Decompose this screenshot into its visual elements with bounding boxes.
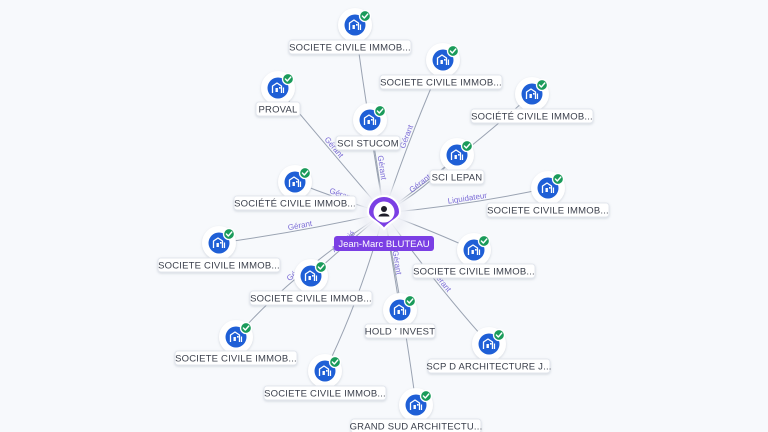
center-label-bg: [334, 236, 434, 251]
node-label-bg: [255, 101, 301, 117]
company-node-n16[interactable]: GRAND SUD ARCHITECTU...: [350, 388, 483, 432]
building-icon: [271, 82, 285, 93]
node-label-bg: [379, 74, 503, 90]
building-icon: [318, 365, 332, 376]
node-label: SOCIETE CIVILE IMMOB...: [175, 354, 297, 365]
person-icon: [378, 206, 390, 217]
building-icon: [482, 338, 496, 349]
verified-check-icon: [281, 72, 295, 86]
node-label: SOCIETE CIVILE IMMOB...: [487, 206, 609, 217]
building-icon: [304, 270, 318, 281]
verified-check-icon: [446, 44, 460, 58]
verified-check-icon: [239, 321, 253, 335]
node-label-bg: [364, 323, 436, 339]
verified-check-icon: [535, 78, 549, 92]
verified-check-icon: [419, 389, 433, 403]
company-node-n13[interactable]: SOCIETE CIVILE IMMOB...: [174, 320, 298, 366]
company-node-n6[interactable]: SCI LEPAN: [429, 138, 485, 185]
building-icon: [409, 399, 423, 410]
node-label: SCP D ARCHITECTURE J...: [426, 362, 551, 373]
verified-check-icon: [298, 166, 312, 180]
company-node-n1[interactable]: SOCIETE CIVILE IMMOB...: [288, 8, 412, 55]
building-icon: [393, 304, 407, 315]
node-label: SOCIÉTÉ CIVILE IMMOB...: [471, 112, 593, 123]
edge-label-n9: Gérant: [287, 219, 313, 232]
nodes-layer: SOCIETE CIVILE IMMOB... SOCIETE CIVILE IM…: [157, 8, 610, 432]
node-label: SCI LEPAN: [432, 173, 483, 184]
node-label-bg: [288, 39, 412, 55]
company-node-n9[interactable]: SOCIETE CIVILE IMMOB...: [157, 226, 281, 273]
node-label: SOCIETE CIVILE IMMOB...: [413, 267, 535, 278]
building-icon: [288, 176, 302, 187]
node-label: SCI STUCOM: [337, 139, 399, 150]
node-label: HOLD ' INVEST: [365, 327, 435, 338]
verified-check-icon: [222, 227, 236, 241]
verified-check-icon: [373, 104, 387, 118]
node-label: SOCIETE CIVILE IMMOB...: [158, 261, 280, 272]
edge-label-n12: Gérant: [391, 250, 404, 276]
company-node-n15[interactable]: SOCIETE CIVILE IMMOB...: [263, 354, 387, 401]
company-node-n5[interactable]: SCI STUCOM: [335, 103, 401, 151]
node-label-bg: [174, 350, 298, 366]
verified-check-icon: [314, 260, 328, 274]
building-icon: [541, 182, 555, 193]
building-icon: [363, 114, 377, 125]
company-node-n2[interactable]: SOCIETE CIVILE IMMOB...: [379, 43, 503, 90]
node-label: SOCIETE CIVILE IMMOB...: [264, 389, 386, 400]
edge-label-n8: Liquidateur: [447, 191, 488, 206]
building-icon: [450, 149, 464, 160]
node-label: PROVAL: [258, 105, 297, 116]
company-node-n4[interactable]: SOCIÉTÉ CIVILE IMMOB...: [470, 77, 594, 124]
node-label: GRAND SUD ARCHITECTU...: [350, 422, 483, 432]
node-label: SOCIÉTÉ CIVILE IMMOB...: [234, 199, 356, 210]
node-label-bg: [486, 202, 610, 218]
node-label-bg: [412, 263, 536, 279]
company-node-n7[interactable]: SOCIÉTÉ CIVILE IMMOB...: [233, 165, 357, 211]
verified-check-icon: [477, 234, 491, 248]
node-label-bg: [350, 418, 482, 432]
edge-label-n2: Gérant: [398, 123, 415, 150]
verified-check-icon: [328, 355, 342, 369]
building-icon: [348, 19, 362, 30]
node-label-bg: [249, 290, 373, 306]
node-label-bg: [263, 385, 387, 401]
building-icon: [467, 244, 481, 255]
node-label-bg: [157, 257, 281, 273]
node-label: SOCIETE CIVILE IMMOB...: [250, 294, 372, 305]
edge-label-n6: Gérant: [408, 172, 433, 195]
node-label-bg: [470, 108, 594, 124]
center-node[interactable]: Jean-Marc BLUTEAU: [334, 179, 434, 251]
building-icon: [436, 54, 450, 65]
node-label: SOCIETE CIVILE IMMOB...: [380, 78, 502, 89]
center-label: Jean-Marc BLUTEAU: [338, 239, 429, 250]
node-label-bg: [427, 358, 551, 374]
node-label-bg: [429, 169, 485, 185]
verified-check-icon: [492, 328, 506, 342]
company-node-n8[interactable]: SOCIETE CIVILE IMMOB...: [486, 171, 610, 218]
company-node-n3[interactable]: PROVAL: [255, 71, 301, 117]
edge-label-n5: Gérant: [376, 155, 389, 181]
node-label: SOCIETE CIVILE IMMOB...: [289, 43, 411, 54]
verified-check-icon: [460, 139, 474, 153]
verified-check-icon: [403, 294, 417, 308]
company-node-n10[interactable]: SOCIETE CIVILE IMMOB...: [412, 233, 536, 279]
node-label-bg: [335, 135, 401, 151]
verified-check-icon: [551, 172, 565, 186]
building-icon: [525, 88, 539, 99]
building-icon: [229, 331, 243, 342]
company-node-n14[interactable]: SCP D ARCHITECTURE J...: [426, 327, 551, 374]
company-node-n11[interactable]: SOCIETE CIVILE IMMOB...: [249, 259, 373, 306]
company-node-n12[interactable]: HOLD ' INVEST: [364, 293, 436, 339]
building-icon: [212, 237, 226, 248]
verified-check-icon: [358, 9, 372, 23]
